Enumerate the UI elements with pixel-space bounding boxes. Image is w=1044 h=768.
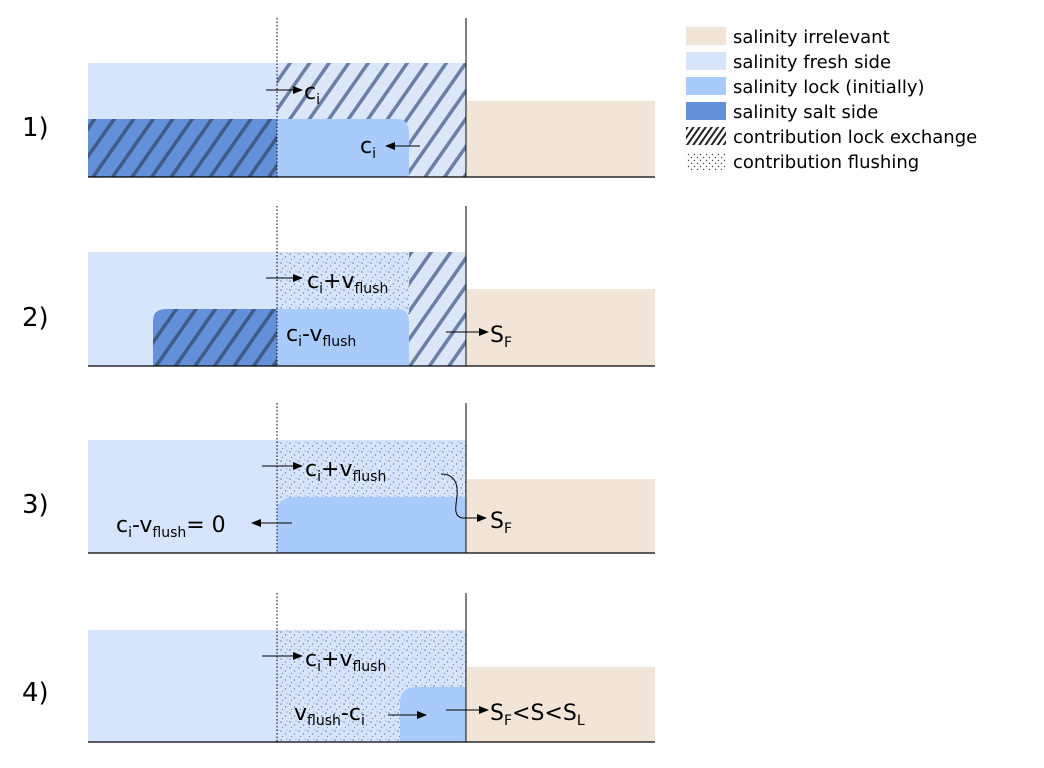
lower-label: vflush-ci (294, 701, 365, 729)
lock-exchange-strip (409, 252, 466, 366)
lock-initial-water (277, 309, 409, 366)
legend-swatch-hatch (686, 127, 726, 145)
legend-item: salinity lock (initially) (686, 77, 925, 98)
legend-label: salinity fresh side (733, 52, 891, 73)
legend-swatch-fresh (686, 52, 726, 70)
lower-label: ci (360, 134, 376, 162)
legend-item: contribution lock exchange (686, 127, 977, 148)
legend-swatch-irrelevant (686, 27, 726, 45)
left-label: ci-vflush= 0 (116, 513, 226, 541)
fresh-side-water (88, 440, 277, 553)
legend-swatch-dots (686, 152, 726, 170)
legend-label: salinity lock (initially) (733, 77, 925, 98)
sea-side-water (467, 479, 655, 553)
upper-label: ci+vflush (307, 269, 388, 297)
upper-label: ci+vflush (305, 647, 386, 675)
legend: salinity irrelevant salinity fresh side … (686, 27, 977, 173)
panel-number: 2) (22, 303, 49, 333)
right-label: SF (490, 323, 512, 351)
sea-side-water (467, 101, 655, 177)
upper-label: ci (304, 80, 320, 108)
legend-label: salinity salt side (733, 102, 878, 123)
panel-number: 3) (22, 490, 49, 520)
right-label: SF<S<SL (490, 701, 585, 729)
panel-number: 1) (22, 113, 49, 143)
sea-side-water (467, 667, 655, 742)
right-label: SF (490, 509, 512, 537)
panel-1: 1) ci ci (22, 18, 655, 178)
legend-item: salinity irrelevant (686, 27, 890, 48)
lock-remaining-water (400, 687, 466, 742)
legend-swatch-lock (686, 77, 726, 95)
lower-label: ci-vflush (286, 322, 356, 350)
salt-wedge (153, 309, 277, 366)
legend-swatch-salt (686, 102, 726, 120)
legend-label: salinity irrelevant (733, 27, 890, 48)
panel-number: 4) (22, 678, 49, 708)
legend-item: contribution flushing (686, 152, 919, 173)
legend-item: salinity salt side (686, 102, 878, 123)
legend-item: salinity fresh side (686, 52, 891, 73)
panel-4: 4) ci+vflush vflush-ci SF<S<SL (22, 593, 655, 743)
fresh-side-water (88, 630, 277, 742)
lock-initial-water (277, 497, 466, 553)
panel-2: 2) ci+vflush ci-vflush SF (22, 206, 655, 367)
legend-label: contribution lock exchange (733, 127, 977, 148)
lock-initial-water (277, 119, 409, 177)
sea-side-water (467, 289, 655, 366)
legend-label: contribution flushing (733, 152, 919, 173)
upper-label: ci+vflush (305, 457, 386, 485)
curved-arrow (440, 473, 487, 522)
panel-3: 3) ci+vflush SF ci-vflush= 0 (22, 403, 655, 554)
salt-wedge (88, 119, 277, 177)
